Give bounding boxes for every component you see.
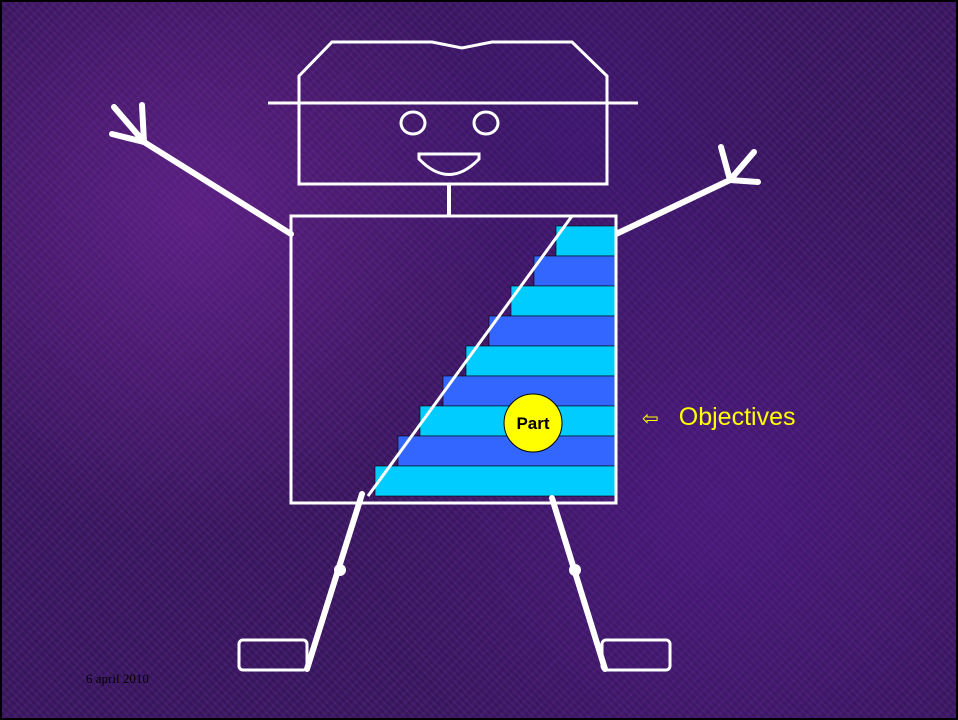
stripe [489,316,615,346]
part-badge-label: Part [516,414,549,433]
right-arm [616,180,730,234]
left-leg [307,494,362,669]
objectives-label: Objectives [679,403,796,431]
right-knee [569,564,581,576]
left-arm [144,142,291,234]
left-foot [239,640,307,670]
part-badge: Part [504,394,562,452]
legs [307,494,605,669]
head [268,42,638,184]
stripe [534,256,615,286]
stripe [375,466,615,496]
right-eye [474,112,498,134]
torso-stripes [375,226,615,496]
stripe [466,346,615,376]
right-hand-finger-2 [730,152,754,180]
left-hand-finger-2 [142,105,144,142]
stripe [511,286,615,316]
objectives-callout: ⇦ Objectives [642,403,795,432]
right-leg [552,498,605,669]
left-eye [401,112,425,134]
right-hand-finger-3 [730,180,758,182]
left-knee [334,564,346,576]
mouth [419,154,479,175]
stripe [398,436,615,466]
right-foot [602,640,670,670]
left-arrow-icon: ⇦ [642,406,659,430]
stripe [556,226,615,256]
slide-date: 6 april 2010 [86,671,149,687]
right-hand-finger-1 [721,147,730,180]
hat-outline [299,42,607,184]
